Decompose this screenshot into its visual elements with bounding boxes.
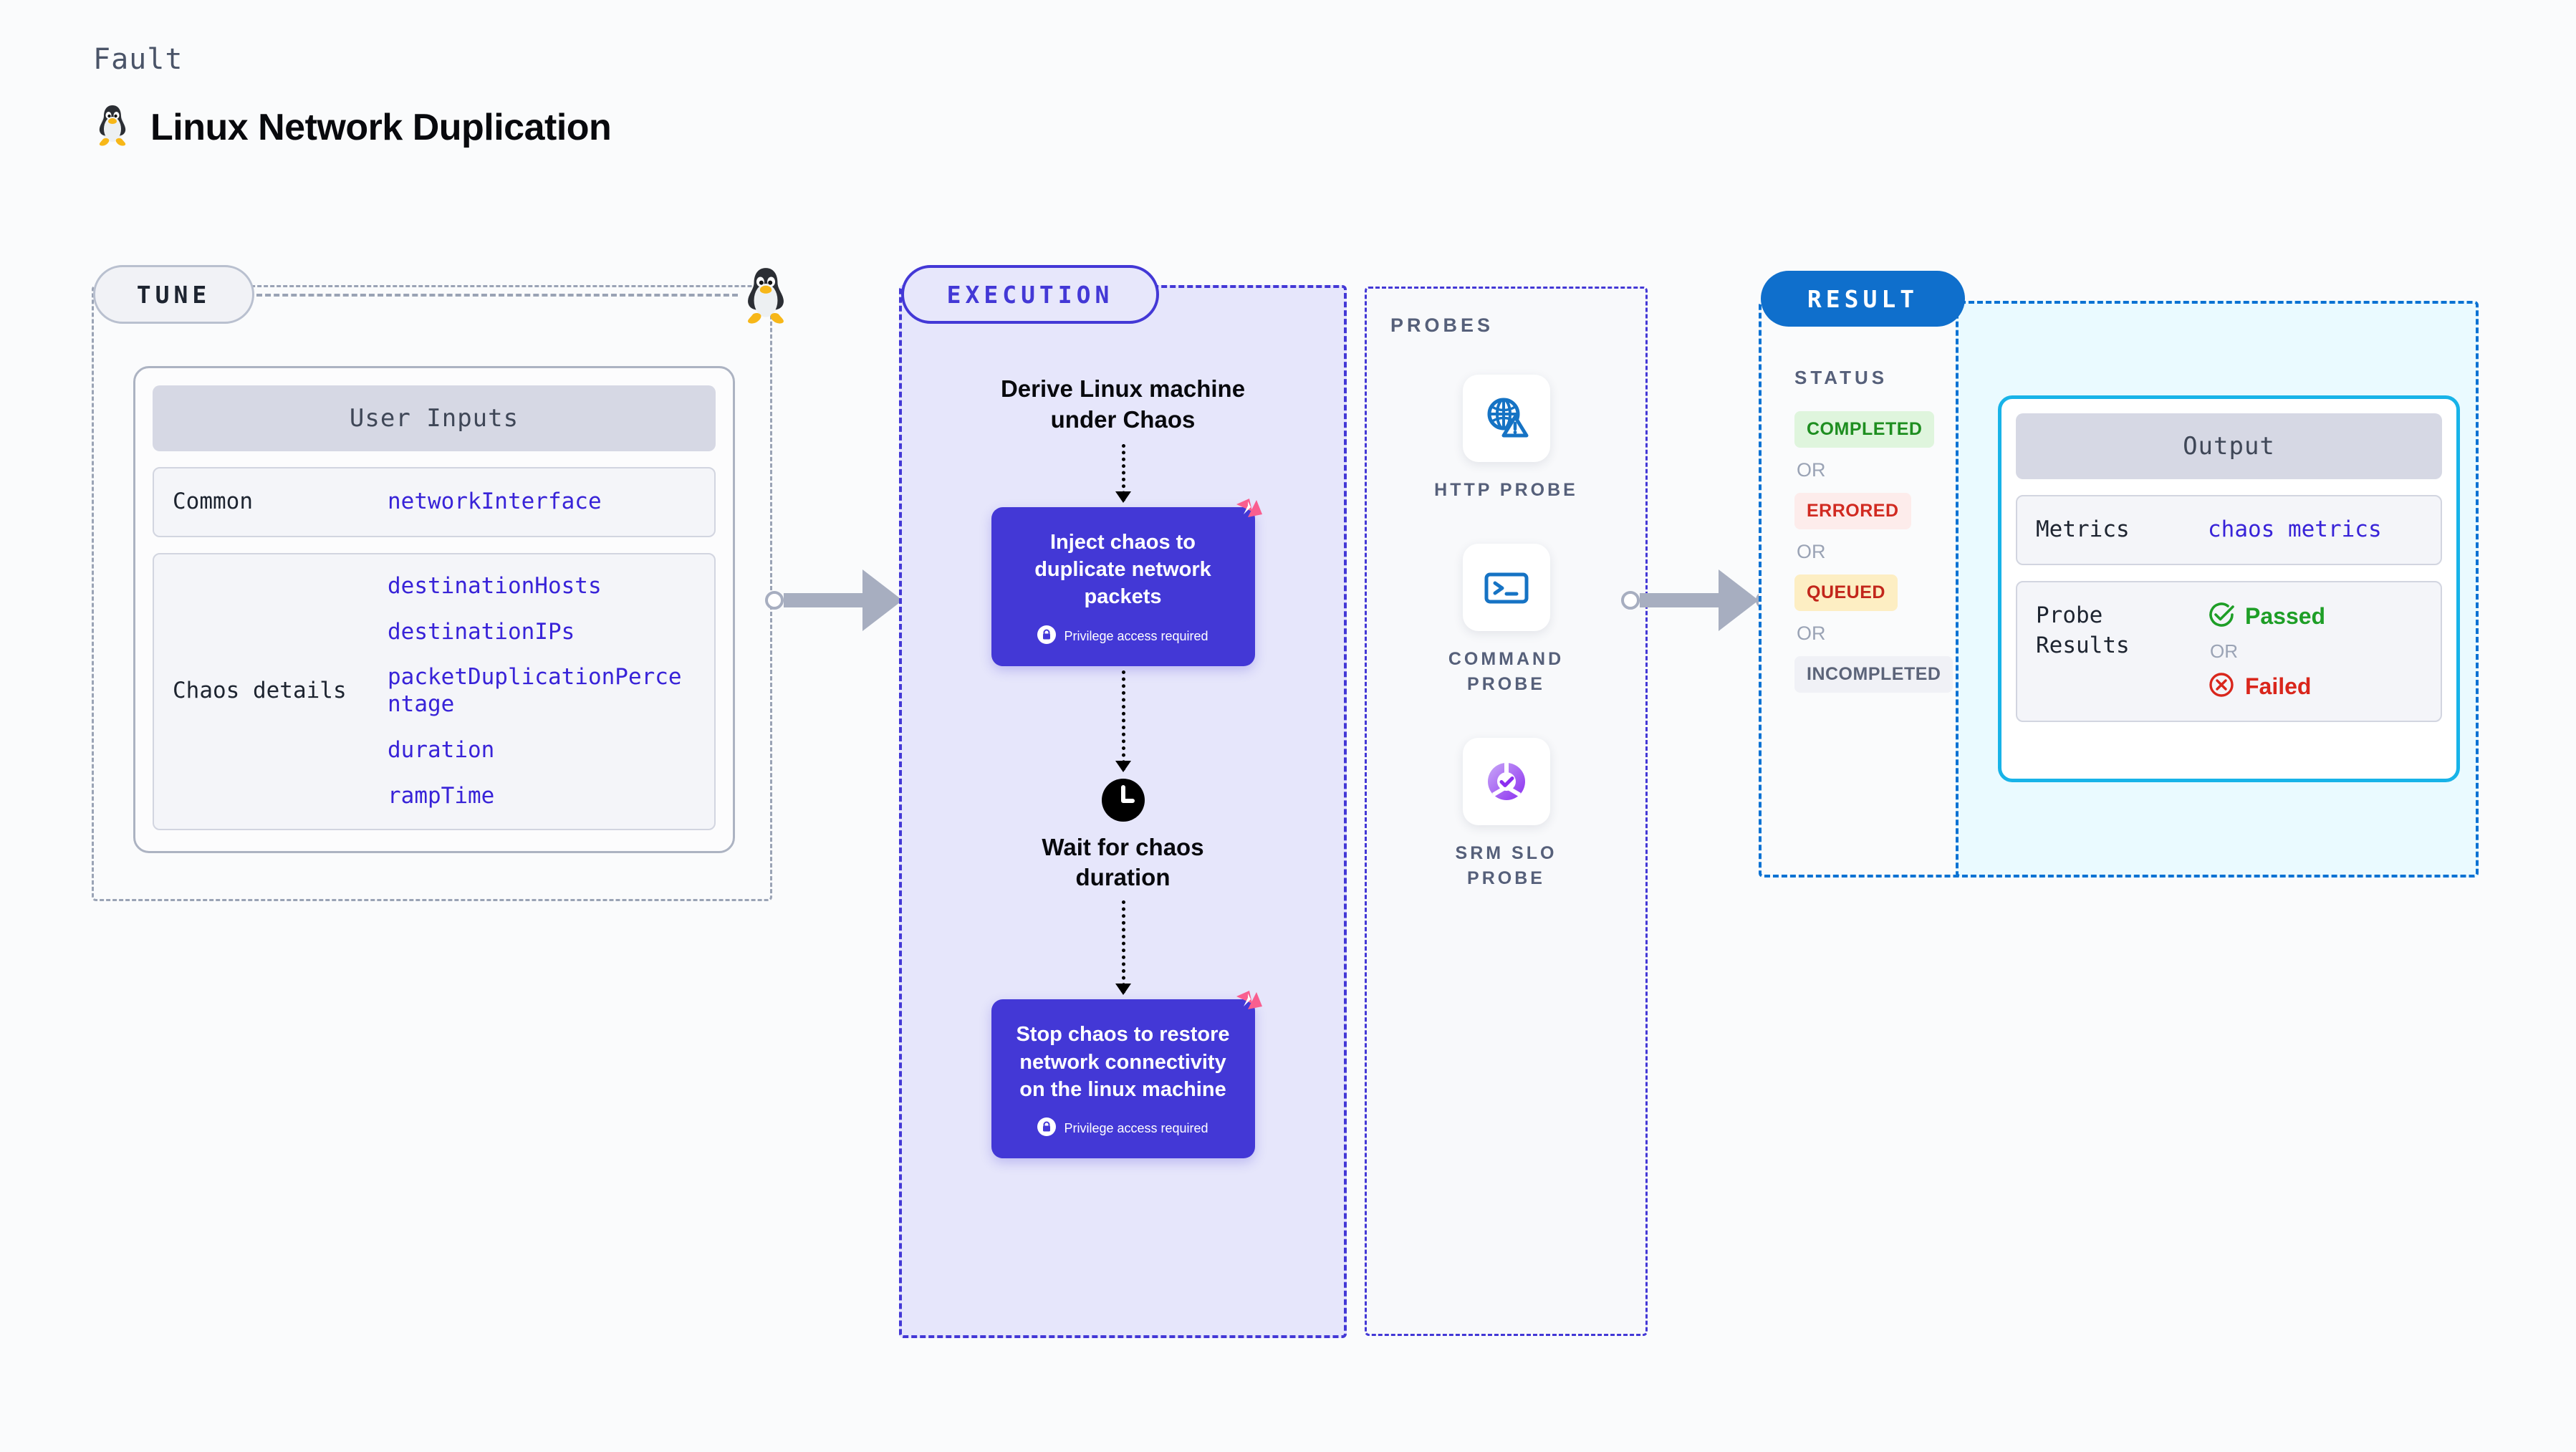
execution-step-derive: Derive Linux machine under Chaos — [1000, 375, 1246, 433]
privilege-note: Privilege access required — [1010, 625, 1236, 648]
output-zone: Output Metrics chaos metrics Probe Resul… — [1956, 301, 2479, 878]
tune-dashed-link — [256, 294, 738, 297]
page-title: Linux Network Duplication — [150, 106, 612, 148]
result-panel: STATUS COMPLETED OR ERRORED OR QUEUED OR… — [1759, 301, 1963, 878]
page-header: Fault Linux Network Duplication — [93, 43, 612, 151]
x-circle-icon — [2208, 671, 2235, 702]
clock-icon — [1101, 778, 1145, 822]
or-separator: OR — [2210, 640, 2238, 662]
tune-row-key: Chaos details — [173, 678, 347, 704]
flow-arrow — [1115, 670, 1131, 772]
lock-icon — [1037, 1117, 1057, 1140]
linux-tux-icon — [738, 265, 794, 326]
privilege-text: Privilege access required — [1064, 1121, 1208, 1136]
status-badge-incompleted: INCOMPLETED — [1794, 656, 1953, 693]
linux-tux-icon — [93, 103, 132, 151]
or-separator: OR — [1797, 622, 1826, 644]
probe-result-passed: Passed — [2208, 601, 2325, 632]
probe-item-command[interactable]: COMMAND PROBE — [1424, 543, 1589, 698]
slo-donut-check-icon — [1462, 737, 1550, 825]
tune-row-key: Common — [173, 489, 253, 514]
probe-label: SRM SLO PROBE — [1455, 842, 1557, 889]
execution-panel: Derive Linux machine under Chaos Inject … — [899, 285, 1347, 1338]
harness-logo-icon — [1226, 493, 1267, 533]
execution-step-wait: Wait for chaos duration — [1042, 833, 1204, 891]
globe-warning-icon — [1462, 375, 1550, 462]
privilege-text: Privilege access required — [1064, 628, 1208, 643]
step-label: Inject chaos to duplicate network packet… — [1034, 530, 1211, 609]
tune-value[interactable]: destinationIPs — [388, 618, 575, 645]
connector-tune-to-execution — [765, 569, 918, 631]
status-badge-completed: COMPLETED — [1794, 411, 1935, 448]
tune-value[interactable]: rampTime — [388, 782, 495, 809]
probes-panel: PROBES HTTP PROBE — [1365, 287, 1648, 1336]
output-row-key: Metrics — [2036, 516, 2130, 542]
title-row: Linux Network Duplication — [93, 103, 612, 151]
output-card: Output Metrics chaos metrics Probe Resul… — [1998, 395, 2460, 782]
status-badge-queued: QUEUED — [1794, 574, 1898, 611]
tune-panel: User Inputs Common networkInterface Chao… — [92, 285, 772, 901]
flow-arrow — [1115, 900, 1131, 996]
privilege-note: Privilege access required — [1010, 1117, 1236, 1140]
user-inputs-title: User Inputs — [153, 385, 716, 451]
or-separator: OR — [1797, 459, 1826, 481]
harness-logo-icon — [1226, 985, 1267, 1025]
tune-badge[interactable]: TUNE — [93, 265, 254, 324]
status-label: STATUS — [1794, 367, 1888, 388]
tune-row-common: Common networkInterface — [153, 467, 716, 537]
tune-value[interactable]: networkInterface — [388, 489, 602, 515]
step-label: Stop chaos to restore network connectivi… — [1016, 1023, 1230, 1101]
tune-value[interactable]: destinationHosts — [388, 572, 602, 599]
status-list: COMPLETED OR ERRORED OR QUEUED OR INCOMP… — [1794, 411, 1953, 693]
probe-label: HTTP PROBE — [1434, 480, 1578, 500]
probe-result-failed: Failed — [2208, 671, 2325, 702]
execution-step-stop[interactable]: Stop chaos to restore network connectivi… — [991, 991, 1262, 1159]
check-circle-icon — [2208, 601, 2235, 632]
output-title: Output — [2016, 413, 2442, 479]
probes-label: PROBES — [1390, 314, 1494, 336]
user-inputs-card: User Inputs Common networkInterface Chao… — [133, 366, 735, 853]
failed-label: Failed — [2245, 673, 2312, 699]
execution-flow: Derive Linux machine under Chaos Inject … — [902, 374, 1344, 1159]
tune-value[interactable]: packetDuplicationPercentage — [388, 664, 682, 718]
tune-row-chaos-details: Chaos details destinationHosts destinati… — [153, 552, 716, 830]
output-row-metrics: Metrics chaos metrics — [2016, 495, 2442, 565]
execution-badge[interactable]: EXECUTION — [901, 265, 1159, 324]
lock-icon — [1037, 625, 1057, 648]
output-row-value[interactable]: chaos metrics — [2208, 516, 2382, 543]
terminal-icon — [1462, 543, 1550, 631]
fault-kicker: Fault — [93, 43, 183, 76]
result-badge[interactable]: RESULT — [1761, 271, 1965, 327]
execution-step-inject[interactable]: Inject chaos to duplicate network packet… — [991, 498, 1262, 666]
status-badge-errored: ERRORED — [1794, 493, 1911, 529]
passed-label: Passed — [2245, 602, 2326, 629]
output-row-probe-results: Probe Results Passed OR — [2016, 580, 2442, 722]
probe-item-http[interactable]: HTTP PROBE — [1424, 375, 1589, 504]
probe-item-srm-slo[interactable]: SRM SLO PROBE — [1424, 737, 1589, 892]
connector-probes-to-result — [1621, 569, 1774, 631]
flow-arrow — [1115, 443, 1131, 503]
tune-value[interactable]: duration — [388, 737, 495, 764]
probe-label: COMMAND PROBE — [1448, 648, 1565, 695]
output-row-key: Probe Results — [2036, 602, 2130, 658]
or-separator: OR — [1797, 541, 1826, 562]
probe-list: HTTP PROBE COMMAND PROBE — [1367, 375, 1645, 892]
